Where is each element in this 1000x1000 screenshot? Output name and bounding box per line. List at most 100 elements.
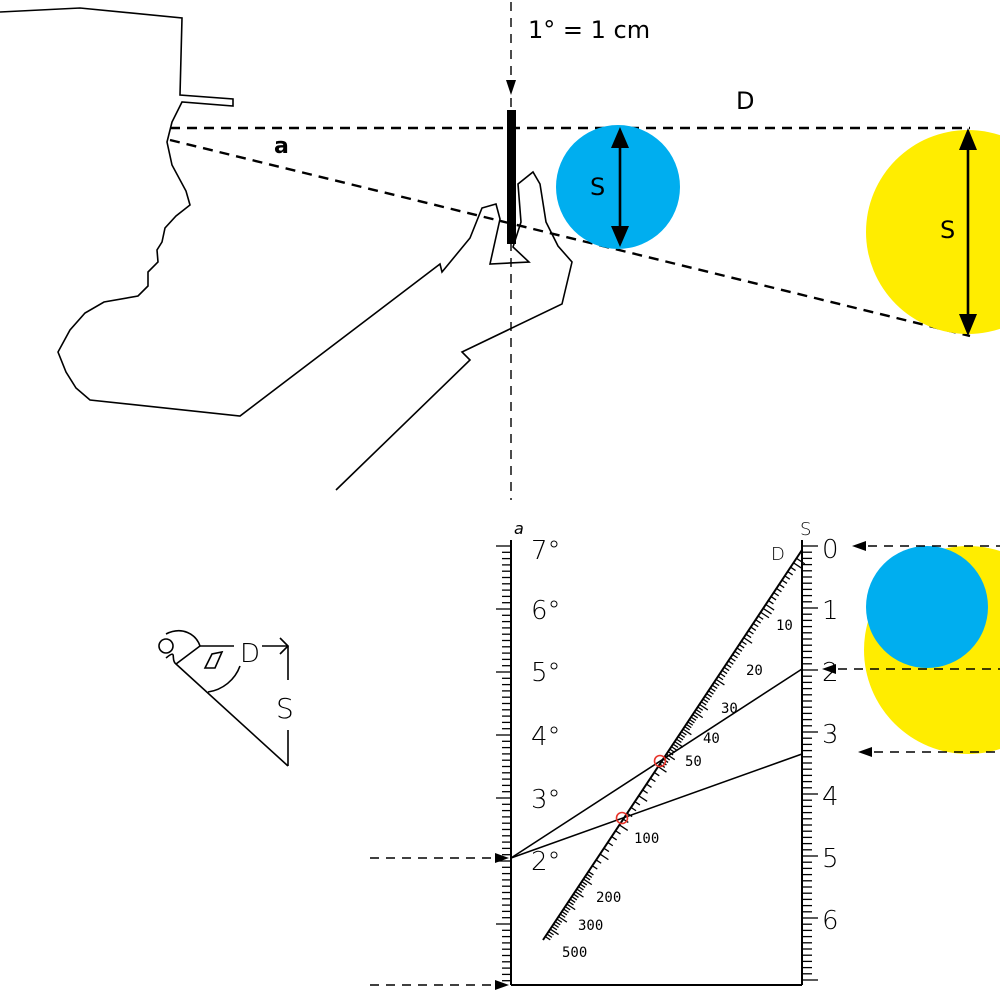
distance-tick: [689, 718, 695, 724]
ruler-reference-arrow: [506, 80, 516, 95]
person-head-outline: [0, 7, 573, 491]
legend-icon-group: D S: [158, 630, 294, 767]
distance-tick: [677, 736, 684, 741]
angle-axis-ticks: [496, 545, 511, 982]
distance-tick: [702, 698, 709, 703]
angle-axis-labels: 7° 6° 5° 4° 3° 2°: [531, 536, 561, 877]
distance-tick: [734, 650, 741, 656]
distance-tick: [546, 933, 553, 938]
angle-marker-icon: [203, 650, 224, 669]
distance-tick: [574, 891, 584, 898]
near-object-circle: [556, 125, 680, 249]
distance-tick: [762, 607, 772, 615]
distance-tick: [630, 806, 637, 812]
distance-tick: [611, 836, 618, 841]
distance-tick: [776, 587, 782, 593]
distance-tick: [603, 847, 610, 853]
distance-tick: [778, 583, 785, 589]
distance-tick-label: 300: [578, 918, 603, 934]
angle-label: a: [274, 134, 289, 159]
distance-tick: [578, 886, 584, 891]
distance-axis-header: D: [771, 544, 785, 565]
distance-tick: [681, 731, 687, 736]
far-size-arrowhead-bottom: [959, 314, 977, 336]
distance-tick: [693, 711, 704, 719]
distance-tick: [599, 853, 609, 861]
distance-tick: [727, 660, 734, 665]
distance-tick: [561, 911, 568, 916]
lower-sight-line: [169, 138, 971, 338]
solution-marker-1: [653, 754, 667, 768]
near-size-arrowhead-bottom: [611, 226, 629, 247]
size-axis-ticks: [802, 545, 818, 981]
held-ruler: [507, 110, 516, 244]
distance-tick: [719, 672, 726, 678]
distance-tick: [679, 733, 686, 738]
distance-tick: [588, 871, 594, 876]
far-object-circle: [866, 130, 1000, 334]
distance-tick: [717, 675, 724, 681]
distance-tick-label: 30: [721, 701, 738, 717]
distance-tick: [784, 575, 791, 580]
distance-tick-label: 20: [746, 663, 763, 679]
size-axis-header: S: [800, 519, 811, 540]
distance-tick: [755, 619, 762, 624]
angle-tick-label: 6°: [531, 596, 561, 626]
distance-tick: [781, 579, 788, 584]
distance-tick: [607, 841, 614, 847]
distance-tick: [760, 611, 770, 619]
distance-tick-label: 200: [596, 890, 621, 906]
distance-label: D: [736, 87, 754, 115]
distance-axis-line: [542, 549, 803, 941]
distance-tick: [634, 801, 641, 806]
distance-tick: [638, 795, 648, 802]
distance-tick: [768, 600, 774, 605]
distance-tick: [704, 695, 711, 701]
distance-tick: [595, 859, 602, 864]
distance-tick: [553, 923, 559, 928]
distance-tick: [591, 865, 598, 870]
near-size-label: S: [590, 173, 605, 201]
angle-tick-label: 4°: [531, 722, 561, 752]
distance-tick: [571, 896, 578, 901]
distance-tick: [554, 921, 561, 926]
angle-tick-label: 3°: [531, 785, 561, 815]
distance-tick: [692, 714, 699, 719]
distance-tick: [796, 557, 806, 565]
distance-tick: [723, 666, 730, 672]
distance-tick: [687, 721, 694, 726]
near-size-arrowhead-top: [611, 127, 629, 148]
distance-tick-label: 100: [634, 831, 659, 847]
far-size-arrowhead-top: [959, 128, 977, 150]
distance-tick: [699, 703, 709, 711]
distance-tick: [730, 657, 736, 662]
distance-tick: [743, 637, 753, 644]
distance-tick: [579, 883, 586, 888]
distance-tick: [752, 622, 759, 628]
distance-tick-label: 50: [685, 754, 702, 770]
size-tick-label: 0: [822, 535, 839, 565]
distance-tick: [672, 743, 679, 748]
size-tick-label: 1: [822, 596, 839, 626]
distance-tick: [684, 726, 691, 731]
angle-axis-header: a: [514, 519, 524, 538]
distance-tick: [657, 766, 667, 773]
icon-distance-label: D: [240, 639, 260, 669]
distance-tick: [646, 783, 652, 788]
distance-axis-ticks: [544, 557, 806, 941]
reading-arrows: [370, 541, 1000, 990]
distance-tick: [653, 771, 660, 777]
distance-tick: [685, 723, 692, 729]
distance-tick: [569, 898, 576, 903]
distance-tick: [622, 818, 629, 823]
distance-tick: [556, 918, 563, 923]
distance-tick: [748, 630, 754, 635]
size-tick-label: 4: [822, 782, 839, 812]
angle-tick-label: 2°: [531, 847, 561, 877]
distance-tick: [559, 913, 566, 918]
distance-tick: [671, 746, 677, 751]
distance-tick: [745, 633, 752, 639]
distance-tick: [732, 654, 738, 659]
distance-tick: [564, 906, 571, 911]
distance-tick: [667, 751, 674, 756]
